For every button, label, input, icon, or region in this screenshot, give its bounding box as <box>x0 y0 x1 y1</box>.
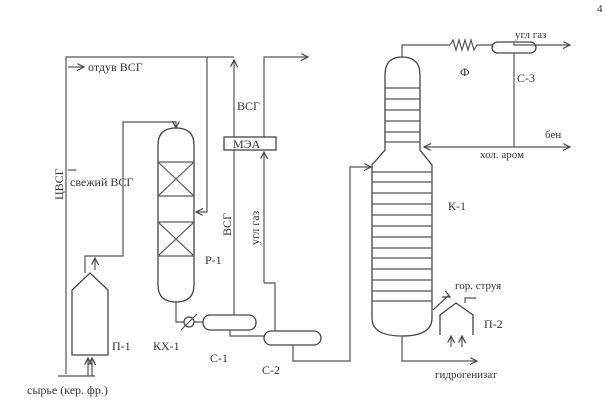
furnace-p2 <box>439 302 474 335</box>
purge-label: отдув ВСГ <box>88 60 143 74</box>
furnace-p1 <box>71 272 109 356</box>
recycle-label: ЦВСГ <box>52 168 66 200</box>
fresh-label: свежий ВСГ <box>70 175 133 189</box>
separator-c1-label: С-1 <box>210 351 228 365</box>
benzene-label: бен <box>545 129 561 141</box>
reactor-label: Р-1 <box>205 253 222 267</box>
page-mark: 4 <box>597 3 603 15</box>
furnace-p2-label: П-2 <box>484 317 503 331</box>
cooler-label: КХ-1 <box>153 339 180 353</box>
hot-jet-label: гор. струя <box>455 280 501 292</box>
condenser-f <box>449 37 492 53</box>
column-label: К-1 <box>448 199 466 213</box>
cold-arom-label: хол. аром <box>480 149 524 161</box>
furnace-p1-label: П-1 <box>112 339 131 353</box>
vsg-vertical-label: ВСГ <box>220 213 234 236</box>
catalyst-beds <box>157 161 195 257</box>
condenser-label: Ф <box>460 65 469 79</box>
separator-c1 <box>202 314 257 331</box>
feed-label: сырье (кер. фр.) <box>27 383 108 397</box>
separator-c2 <box>263 330 322 346</box>
vsg-label: ВСГ <box>237 99 260 113</box>
separator-c2-label: С-2 <box>262 363 280 377</box>
mea-absorber <box>223 136 277 151</box>
mea-label: МЭА <box>233 137 261 151</box>
hc-gas-vertical-label: угл газ <box>248 210 262 245</box>
hc-gas-top-label: угл газ <box>515 29 546 41</box>
recycle-lines <box>65 57 308 355</box>
hydrogenate-label: гидрогенизат <box>435 369 497 381</box>
column-k1 <box>371 56 433 337</box>
column-trays <box>372 87 432 302</box>
separator-c3-label: С-3 <box>517 71 535 85</box>
reactor-r1 <box>157 127 195 303</box>
